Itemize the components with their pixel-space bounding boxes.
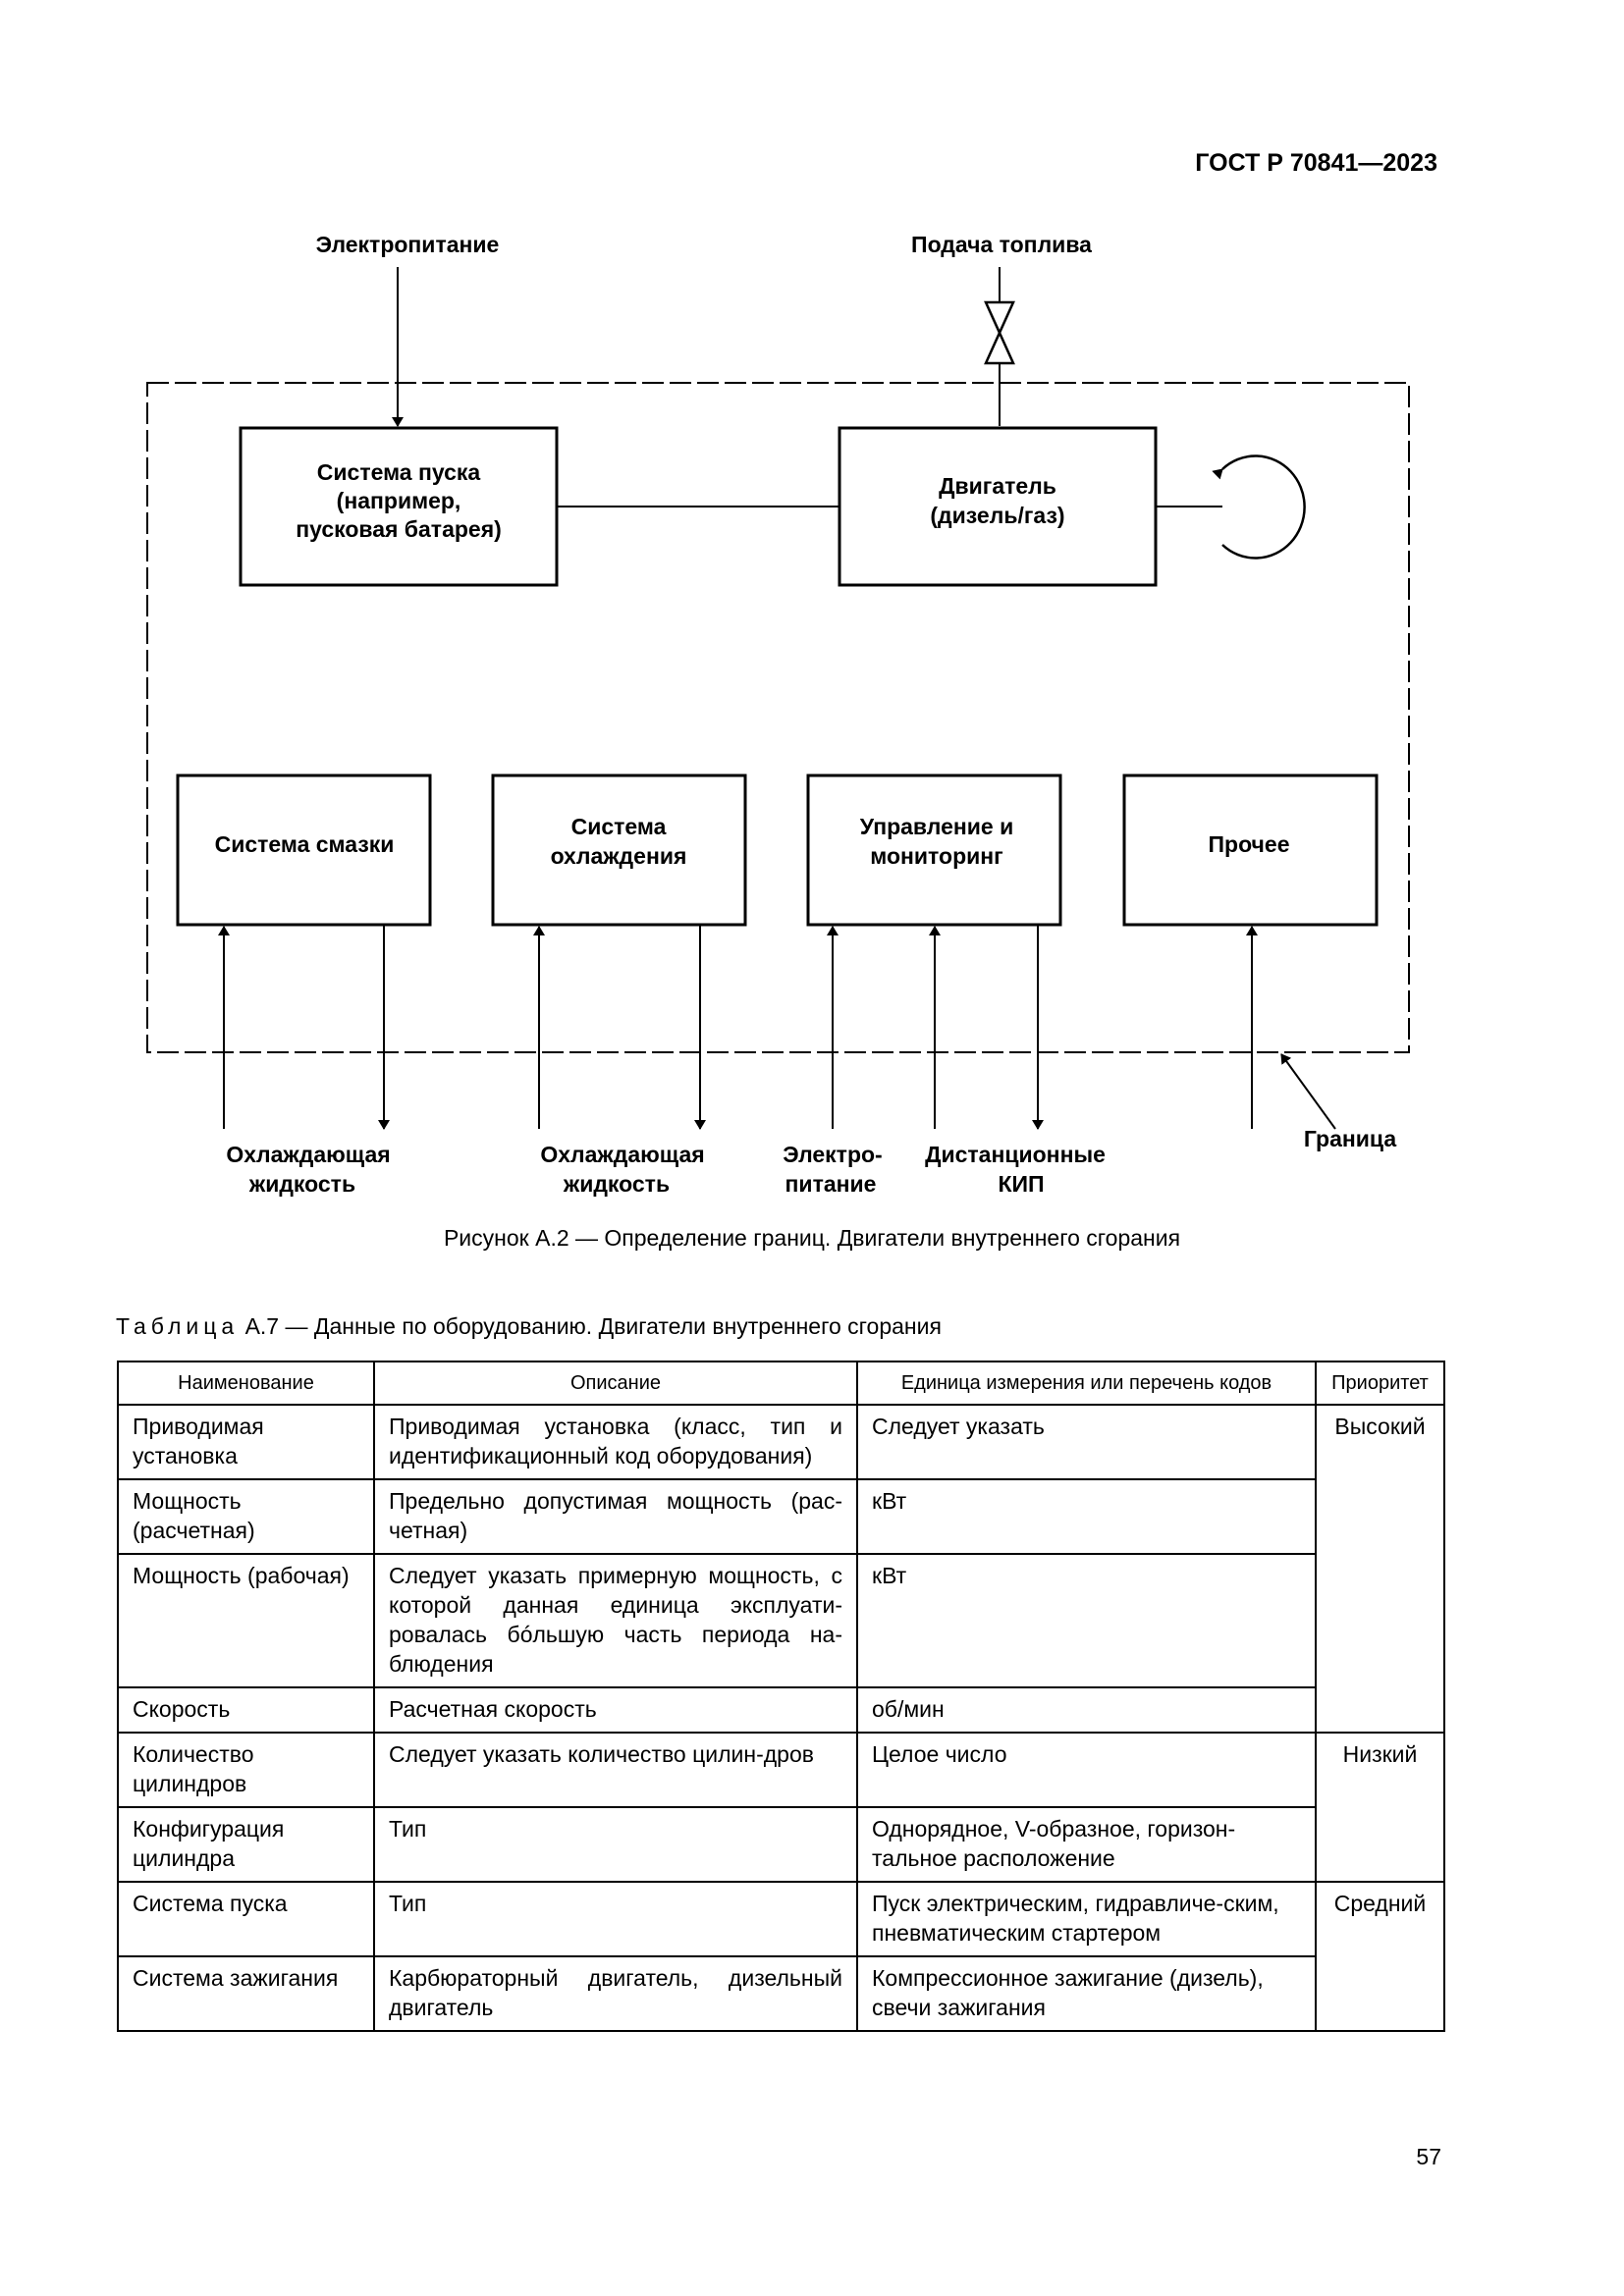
svg-text:Прочее: Прочее (1209, 831, 1290, 857)
boundary-frame (146, 382, 1410, 1053)
fuel-valve-icon (984, 267, 1015, 426)
label-boundary: Граница (1304, 1126, 1396, 1151)
svg-text:жидкость: жидкость (563, 1171, 670, 1197)
label-coolant-1: Охлаждающая жидкость (226, 1142, 390, 1197)
table-header-row: Наименование Описание Единица измерения … (117, 1361, 1445, 1406)
cell-priority: Низкий (1315, 1732, 1445, 1883)
svg-text:Двигатель: Двигатель (939, 473, 1056, 499)
table-caption-prefix: Таблица (116, 1313, 240, 1339)
cell-description: Следует указать количество цилин-дров (373, 1732, 858, 1808)
svg-text:мониторинг: мониторинг (870, 843, 1002, 869)
cell-description: Тип (373, 1881, 858, 1957)
cell-description: Приводимая установка (класс, тип и идент… (373, 1404, 858, 1480)
rotation-arrow-icon (1212, 454, 1306, 560)
cell-unit: кВт (856, 1478, 1317, 1555)
header-priority: Приоритет (1315, 1361, 1445, 1406)
cell-name: Мощность (рабочая) (117, 1553, 375, 1688)
label-remote-kip: Дистанционные КИП (925, 1142, 1106, 1197)
page-number: 57 (1416, 2144, 1441, 2169)
equipment-data-table: Наименование Описание Единица измерения … (117, 1361, 1445, 2032)
cell-description: Расчетная скорость (373, 1686, 858, 1734)
boundary-leader (1280, 1053, 1336, 1130)
svg-text:питание: питание (785, 1171, 877, 1197)
svg-text:жидкость: жидкость (248, 1171, 355, 1197)
header-description: Описание (373, 1361, 858, 1406)
figure-caption: Рисунок А.2 — Определение границ. Двигат… (443, 1225, 1181, 1251)
cell-unit: об/мин (856, 1686, 1317, 1734)
cell-unit: Следует указать (856, 1404, 1317, 1480)
document-code: ГОСТ Р 70841—2023 (1195, 149, 1437, 177)
svg-text:КИП: КИП (998, 1171, 1044, 1197)
svg-text:(дизель/газ): (дизель/газ) (930, 503, 1064, 528)
block-start-system: Система пуска (например, пусковая батаре… (239, 426, 559, 587)
cell-name: Скорость (117, 1686, 375, 1734)
cell-description: Следует указать примерную мощность, с ко… (373, 1553, 858, 1688)
svg-text:Система пуска: Система пуска (317, 459, 481, 485)
cell-description: Тип (373, 1806, 858, 1883)
table-caption: Таблица А.7 — Данные по оборудованию. Дв… (116, 1313, 942, 1340)
cell-unit: Целое число (856, 1732, 1317, 1808)
svg-text:Электро-: Электро- (783, 1142, 882, 1167)
label-power-in: Электропитание (316, 232, 500, 257)
table-row: Скорость Расчетная скорость об/мин (117, 1686, 1444, 1734)
cell-unit: Компрессионное зажигание (дизель), свечи… (856, 1955, 1317, 2032)
cell-unit: Однорядное, V-образное, горизон-тальное … (856, 1806, 1317, 1883)
block-lubrication: Система смазки (176, 774, 432, 927)
cell-unit: кВт (856, 1553, 1317, 1688)
table-row: Количество цилиндров Следует указать кол… (117, 1732, 1445, 1883)
table-row: Система пуска Тип Пуск электрическим, ги… (117, 1881, 1445, 2032)
cell-unit: Пуск электрическим, гидравличе-ским, пне… (856, 1881, 1317, 1957)
svg-text:Система смазки: Система смазки (215, 831, 395, 857)
svg-text:(например,: (например, (337, 488, 461, 513)
label-fuel-supply: Подача топлива (911, 232, 1092, 257)
cell-description: Предельно допустимая мощность (рас-четна… (373, 1478, 858, 1555)
block-control-monitoring: Управление и мониторинг (806, 774, 1062, 927)
cell-priority: Средний (1315, 1881, 1445, 2032)
cell-name: Система пуска (117, 1881, 375, 1957)
block-engine: Двигатель (дизель/газ) (838, 426, 1158, 587)
table-row: Приводимая установка Приводимая установк… (117, 1404, 1445, 1734)
cell-name: Конфигурация цилиндра (117, 1806, 375, 1883)
cell-name: Количество цилиндров (117, 1732, 375, 1808)
table-row: Мощность (расчетная) Предельно допустима… (117, 1478, 1444, 1555)
table-row: Конфигурация цилиндра Тип Однорядное, V-… (117, 1806, 1444, 1883)
svg-text:охлаждения: охлаждения (551, 843, 687, 869)
table-caption-text: А.7 — Данные по оборудованию. Двигатели … (244, 1313, 942, 1339)
cell-priority: Высокий (1315, 1404, 1445, 1734)
svg-text:Охлаждающая: Охлаждающая (540, 1142, 704, 1167)
cell-name: Мощность (расчетная) (117, 1478, 375, 1555)
svg-text:Охлаждающая: Охлаждающая (226, 1142, 390, 1167)
svg-text:пусковая батарея): пусковая батарея) (296, 516, 502, 542)
boundary-diagram: Электропитание Подача топлива Система пу… (146, 232, 1410, 1197)
cell-name: Приводимая установка (117, 1404, 375, 1480)
svg-text:Управление и: Управление и (860, 814, 1013, 839)
header-name: Наименование (117, 1361, 375, 1406)
table-row: Система зажигания Карбюраторный двигател… (117, 1955, 1444, 2032)
cell-name: Система зажигания (117, 1955, 375, 2032)
svg-text:Система: Система (571, 814, 667, 839)
block-other: Прочее (1122, 774, 1379, 927)
table-row: Мощность (рабочая) Следует указать приме… (117, 1553, 1444, 1688)
svg-text:Дистанционные: Дистанционные (925, 1142, 1106, 1167)
cell-description: Карбюраторный двигатель, дизельный двига… (373, 1955, 858, 2032)
block-cooling: Система охлаждения (491, 774, 747, 927)
label-power-lower: Электро- питание (783, 1142, 882, 1197)
label-coolant-2: Охлаждающая жидкость (540, 1142, 704, 1197)
header-unit: Единица измерения или перечень кодов (856, 1361, 1317, 1406)
